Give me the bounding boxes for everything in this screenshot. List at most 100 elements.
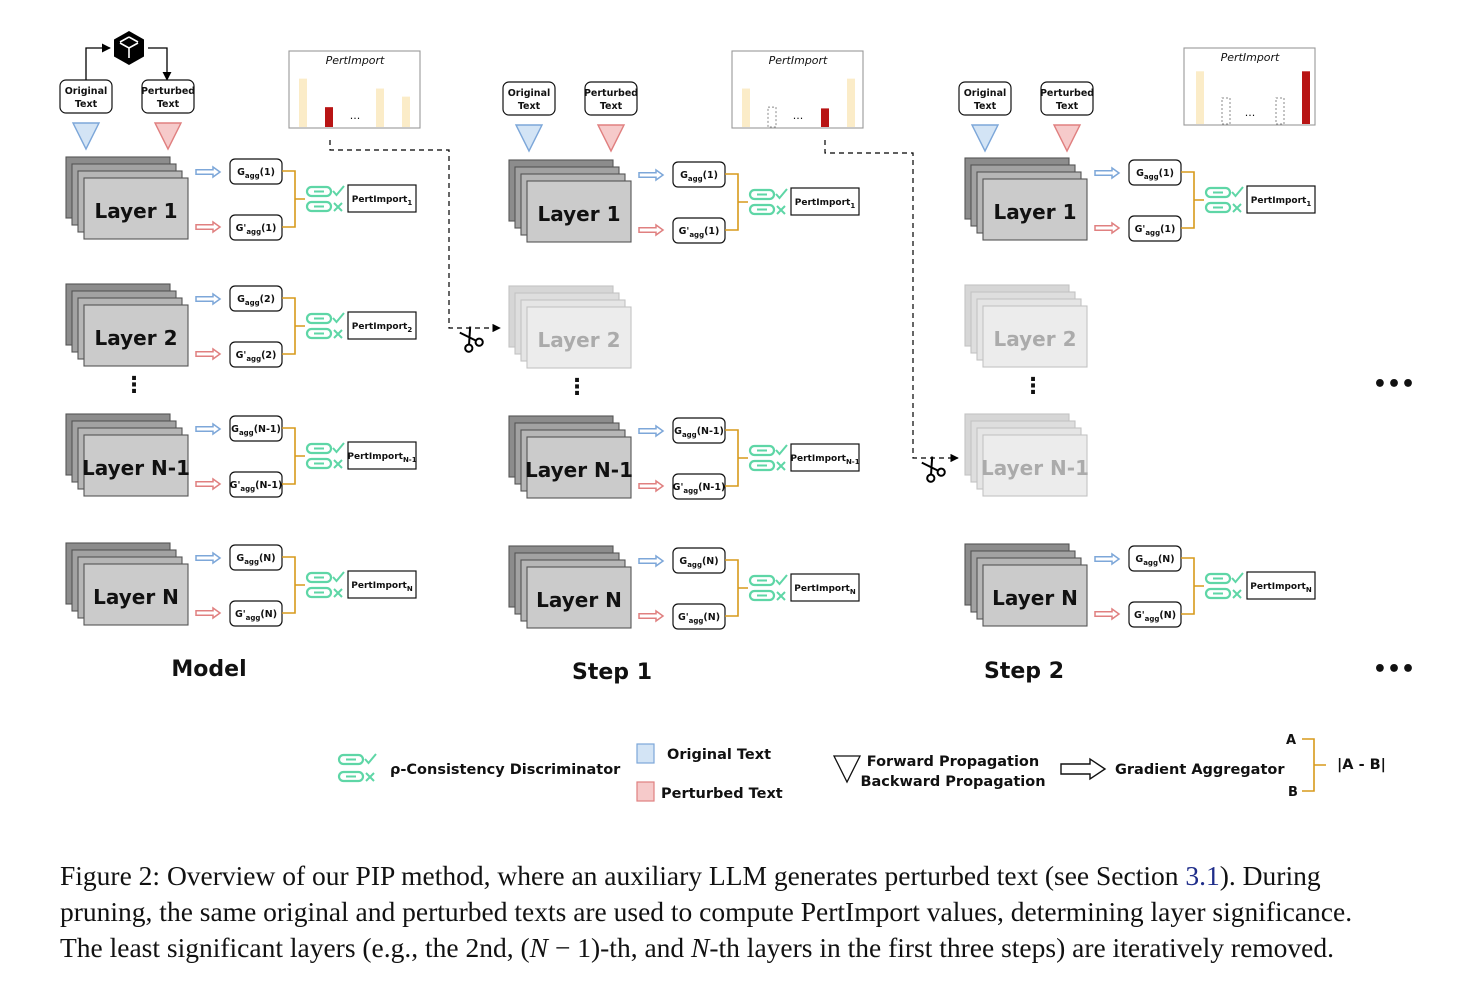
legend-backward-label: Backward Propagation	[860, 774, 1045, 790]
layer-sheet-shape	[970, 420, 1076, 483]
chain-link-shape	[305, 571, 333, 584]
layer-stack: Layer N-1	[65, 413, 190, 497]
grad-arrow-perturbed	[195, 347, 222, 361]
chain-link-shape	[748, 589, 776, 602]
discriminator-cross	[748, 203, 786, 216]
input-label-line-2: Text	[974, 101, 997, 112]
scissors-icon	[921, 456, 946, 483]
legend-aggregator-label: Gradient Aggregator	[1115, 762, 1285, 778]
chart-ellipsis: ...	[350, 109, 361, 122]
layer-sheet-shape	[982, 178, 1088, 241]
cross-icon	[365, 772, 375, 782]
chart-ellipsis: ...	[793, 109, 804, 122]
pertimport-box	[347, 441, 417, 470]
legend-discriminator-cross	[337, 770, 375, 783]
vertical-ellipsis: ⋮	[123, 373, 145, 398]
min-bar	[1302, 71, 1310, 124]
gagg-label: Gagg(1)	[237, 167, 275, 180]
gagg-label: Gagg(N-1)	[231, 424, 281, 437]
flow-arrow-shape	[85, 43, 111, 80]
chart-frame	[731, 50, 864, 129]
input-label-line-2: Text	[1056, 101, 1079, 112]
scissors-icon	[459, 326, 484, 353]
chain-link-shape	[748, 203, 776, 216]
layer-sheet-shape	[964, 413, 1070, 476]
section-ref-link[interactable]: 3.1	[1185, 860, 1220, 891]
grad-arrow-perturbed	[638, 223, 665, 237]
legend-diff-b: B	[1288, 785, 1298, 800]
layer-sheet-shape	[83, 177, 189, 240]
layer-label: Layer N	[93, 585, 179, 609]
chart-ellipsis: ...	[1245, 106, 1256, 119]
legend-perturbed-swatch	[636, 781, 655, 802]
pertimport-label: PertImport1	[1251, 196, 1312, 208]
layer-stack: Layer N	[65, 542, 189, 626]
layer-sheet-shape	[83, 304, 189, 367]
layer-label: Layer 1	[994, 200, 1077, 224]
chart-title: PertImport	[1221, 51, 1280, 64]
grad-arrow-original	[638, 554, 665, 568]
layer-sheet-shape	[964, 284, 1070, 347]
gagg-label: Gagg(N)	[1135, 554, 1174, 567]
diff-bracket	[282, 170, 305, 228]
cross-icon	[1232, 589, 1242, 599]
grad-arrow-original	[195, 292, 222, 306]
layer-stack: Layer 1	[508, 159, 632, 243]
discriminator-check	[1204, 572, 1244, 585]
input-label-line-1: Original	[65, 86, 108, 97]
check-icon	[364, 753, 377, 765]
grad-arrow-original	[1094, 552, 1121, 566]
legend-diff-a: A	[1286, 733, 1296, 748]
discriminator-check	[305, 571, 345, 584]
cube-lines-shape	[119, 36, 139, 58]
check-icon	[332, 571, 345, 583]
layer-stack: Layer 2	[508, 285, 632, 369]
check-icon	[775, 574, 788, 586]
layer-stack: Layer 2	[65, 283, 189, 367]
layer-sheet-shape	[508, 285, 614, 348]
pertimport-box	[790, 443, 860, 472]
chain-link-shape	[1204, 201, 1232, 214]
chain-link-shape	[748, 459, 776, 472]
gagg-label: Gagg(N-1)	[674, 426, 724, 439]
layer-sheet-shape	[982, 305, 1088, 368]
diff-bracket	[725, 429, 748, 487]
legend-diff-label: |A - B|	[1337, 757, 1386, 773]
layer-sheet-shape	[976, 298, 1082, 361]
prune-arrow-step2	[824, 140, 959, 463]
scissor-handle	[464, 343, 474, 353]
legend-triangle-icon	[832, 755, 862, 784]
chain-link-shape	[305, 200, 333, 213]
discriminator-cross	[305, 457, 343, 470]
cross-icon	[776, 205, 786, 215]
layer-label: Layer N-1	[525, 458, 633, 482]
bar	[299, 78, 307, 127]
column-title: Model	[171, 657, 246, 682]
check-icon	[775, 188, 788, 200]
min-bar	[325, 107, 333, 127]
chain-link-shape	[337, 753, 365, 766]
input-label-line-1: Original	[508, 88, 551, 99]
pruned-bar	[1221, 97, 1231, 125]
layer-stack: Layer N	[964, 543, 1088, 627]
column-2: OriginalTextPerturbedTextPertImport...La…	[502, 50, 864, 685]
chart-title: PertImport	[769, 54, 828, 67]
input-box-shape	[958, 81, 1012, 116]
caption-line-3a: The least significant layers (e.g., the …	[60, 932, 530, 963]
discriminator-check	[305, 185, 345, 198]
layer-sheet-shape	[982, 564, 1088, 627]
layer-sheet-shape	[83, 563, 189, 626]
check-icon	[332, 312, 345, 324]
legend-discriminator-label: ρ-Consistency Discriminator	[390, 762, 621, 778]
check-icon	[332, 442, 345, 454]
gagg-prime-label: G'agg(1)	[679, 226, 720, 239]
grad-arrow-original	[638, 168, 665, 182]
layer-sheet-shape	[83, 434, 189, 497]
grad-arrow-perturbed	[638, 479, 665, 493]
diff-bracket	[1181, 557, 1204, 615]
pertimport-mini-chart: PertImport...	[288, 50, 421, 129]
layer-label: Layer 2	[538, 328, 621, 352]
discriminator-check	[1204, 186, 1244, 199]
